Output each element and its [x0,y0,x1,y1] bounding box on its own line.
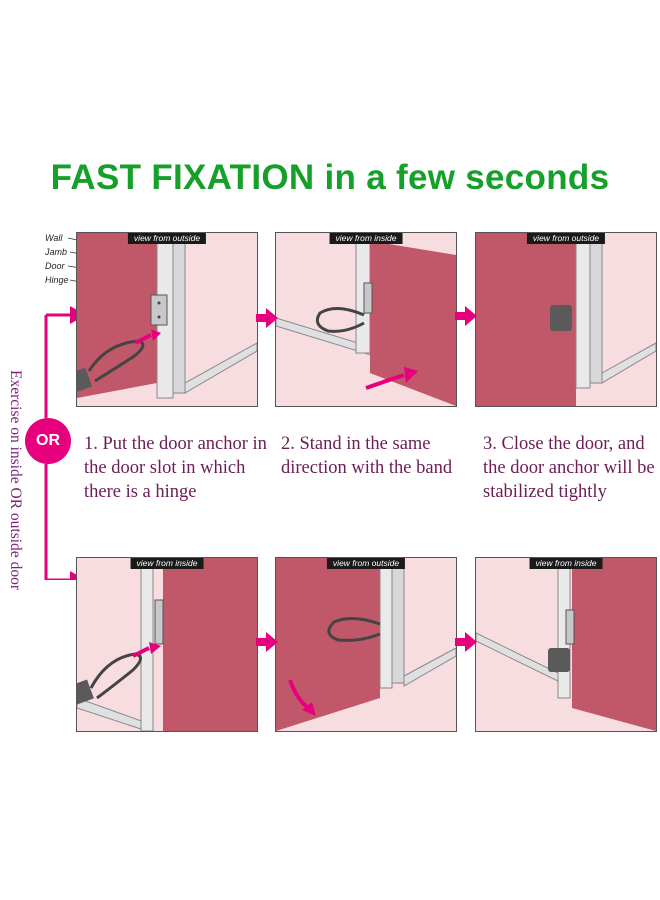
step-1-text: 1. Put the door anchor in the door slot … [84,434,267,502]
part-label-jamb: Jamb [45,247,68,257]
panel-bottom-3: view from inside [475,557,657,732]
panel-top-2: view from inside [275,232,457,407]
part-label-hinge: Hinge [45,275,69,285]
view-label: view from outside [127,233,207,244]
side-caption: Exercise on inside OR outside door [7,370,24,590]
view-label: view from inside [329,233,403,244]
door-scene-inside-closed [476,558,656,731]
next-arrow-icon [256,632,278,652]
panel-top-3: view from outside [475,232,657,407]
panel-bottom-2: view from outside [275,557,457,732]
door-scene-outside-closed [476,233,656,406]
page-title: FAST FIXATION in a few seconds [50,158,610,197]
part-label-door: Door [45,261,65,271]
door-scene-inside-band [276,233,456,406]
step-3-text: 3. Close the door, and the door anchor w… [483,434,655,502]
door-scene-inside-hinge [77,558,257,731]
view-label: view from inside [529,558,603,569]
next-arrow-icon [256,308,278,328]
or-badge: OR [25,418,71,464]
part-label-wall: Wall [45,233,63,243]
next-arrow-icon [455,306,477,326]
view-label: view from inside [130,558,204,569]
door-scene-outside-band [276,558,456,731]
panel-top-1: view from outside [76,232,258,407]
panel-bottom-1: view from inside [76,557,258,732]
view-label: view from outside [326,558,406,569]
next-arrow-icon [455,632,477,652]
step-2-text: 2. Stand in the same direction with the … [281,434,453,478]
door-scene-outside-hinge [77,233,257,406]
view-label: view from outside [526,233,606,244]
